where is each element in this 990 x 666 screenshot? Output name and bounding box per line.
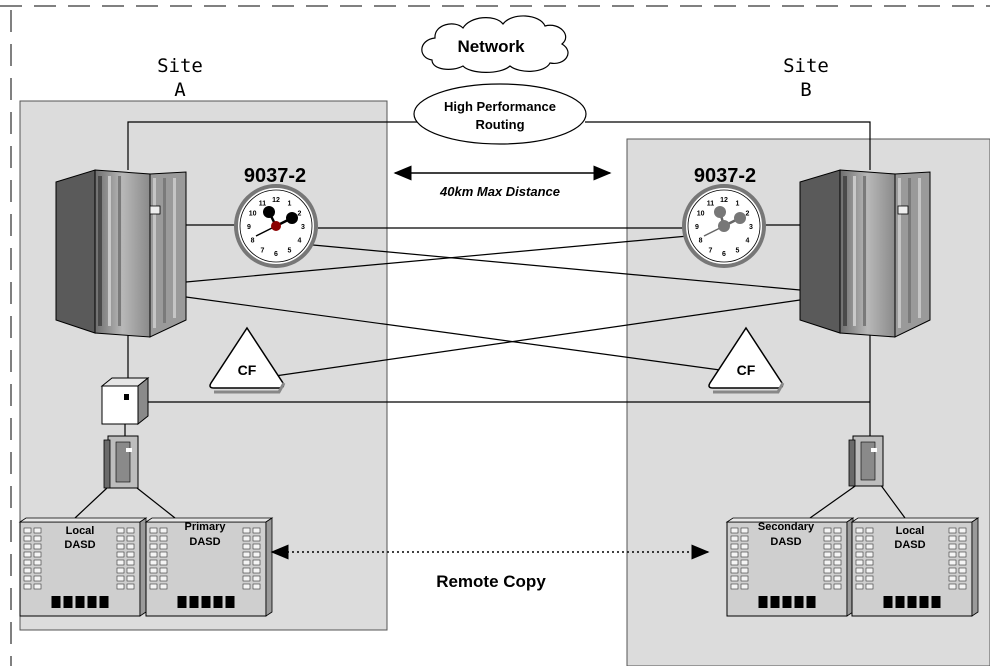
- secondary-dasd-b-label-line2: DASD: [770, 536, 801, 548]
- distance-label: 40km Max Distance: [439, 184, 560, 199]
- line-cu-b-to-secondary: [809, 483, 859, 519]
- clock-numeral: 8: [699, 238, 703, 245]
- clock-numeral: 2: [745, 211, 749, 218]
- line-server-a-to-hpr: [127, 121, 417, 170]
- clock-numeral: 11: [707, 201, 715, 208]
- mainframe-b-icon: [799, 169, 931, 338]
- clock-numeral: 4: [745, 238, 749, 245]
- primary-dasd-a-icon: [144, 517, 274, 617]
- primary-dasd-a-label-line1: Primary: [185, 521, 227, 533]
- connection-lines: [74, 121, 906, 519]
- cf-b-icon: [708, 326, 785, 394]
- clock-numeral: 10: [697, 211, 705, 218]
- line-timer-a-to-server-b: [312, 244, 801, 291]
- site-a-label-line1: Site: [157, 55, 203, 77]
- clock-numeral: 12: [272, 197, 280, 204]
- secondary-dasd-b-icon: [725, 517, 855, 617]
- clock-numeral: 1: [288, 201, 292, 208]
- line-server-a-to-cf-b: [185, 296, 721, 371]
- site-a-label-line2: A: [174, 79, 186, 101]
- timer-b-label: 9037-2: [694, 165, 756, 187]
- control-unit-a-icon: [103, 435, 139, 489]
- site-b-label-line2: B: [800, 79, 811, 101]
- clock-numeral: 2: [297, 211, 301, 218]
- local-dasd-b-label-line2: DASD: [894, 539, 925, 551]
- clock-numeral: 8: [251, 238, 255, 245]
- line-cu-b-to-local: [879, 483, 906, 519]
- local-dasd-a-label-line2: DASD: [64, 539, 95, 551]
- clock-numeral: 4: [297, 238, 301, 245]
- clock-numeral: 1: [736, 201, 740, 208]
- timer-a-label: 9037-2: [244, 165, 306, 187]
- line-hpr-to-server-b: [585, 121, 871, 170]
- line-cu-a-to-local: [74, 487, 108, 519]
- clock-numeral: 7: [709, 247, 713, 254]
- cf-b-label: CF: [737, 362, 756, 378]
- mainframe-a-icon: [55, 169, 187, 338]
- clock-numeral: 3: [749, 224, 753, 231]
- clock-numeral: 9: [695, 224, 699, 231]
- hpr-label-line1: High Performance: [444, 99, 556, 114]
- clock-numeral: 7: [261, 247, 265, 254]
- hpr-label-line2: Routing: [475, 117, 524, 132]
- line-cu-a-to-primary: [136, 487, 176, 519]
- cf-a-icon: [209, 326, 286, 394]
- control-unit-b-icon: [848, 435, 884, 487]
- local-dasd-a-icon: [18, 517, 148, 617]
- local-dasd-b-icon: [850, 517, 980, 617]
- clock-numeral: 5: [288, 247, 292, 254]
- site-b-label-line1: Site: [783, 55, 829, 77]
- line-server-a-to-timer-b: [185, 235, 689, 283]
- secondary-dasd-b-label-line1: Secondary: [758, 521, 815, 533]
- clock-numeral: 11: [259, 201, 267, 208]
- line-cf-a-to-server-b: [274, 299, 801, 377]
- clock-numeral: 9: [247, 224, 251, 231]
- clock-numeral: 10: [249, 211, 257, 218]
- clock-numeral: 5: [736, 247, 740, 254]
- clock-numeral: 6: [722, 251, 726, 258]
- clock-numeral: 6: [274, 251, 278, 258]
- hpr-ellipse: [413, 83, 587, 145]
- network-cloud-icon: [421, 15, 569, 73]
- clock-numeral: 3: [301, 224, 305, 231]
- remote-copy-label: Remote Copy: [436, 572, 546, 591]
- primary-dasd-a-label-line2: DASD: [189, 536, 220, 548]
- clock-numeral: 12: [720, 197, 728, 204]
- cf-a-label: CF: [238, 362, 257, 378]
- switch-box-icon: [100, 376, 150, 426]
- local-dasd-a-label-line1: Local: [66, 525, 95, 537]
- network-label: Network: [457, 37, 525, 56]
- local-dasd-b-label-line1: Local: [896, 525, 925, 537]
